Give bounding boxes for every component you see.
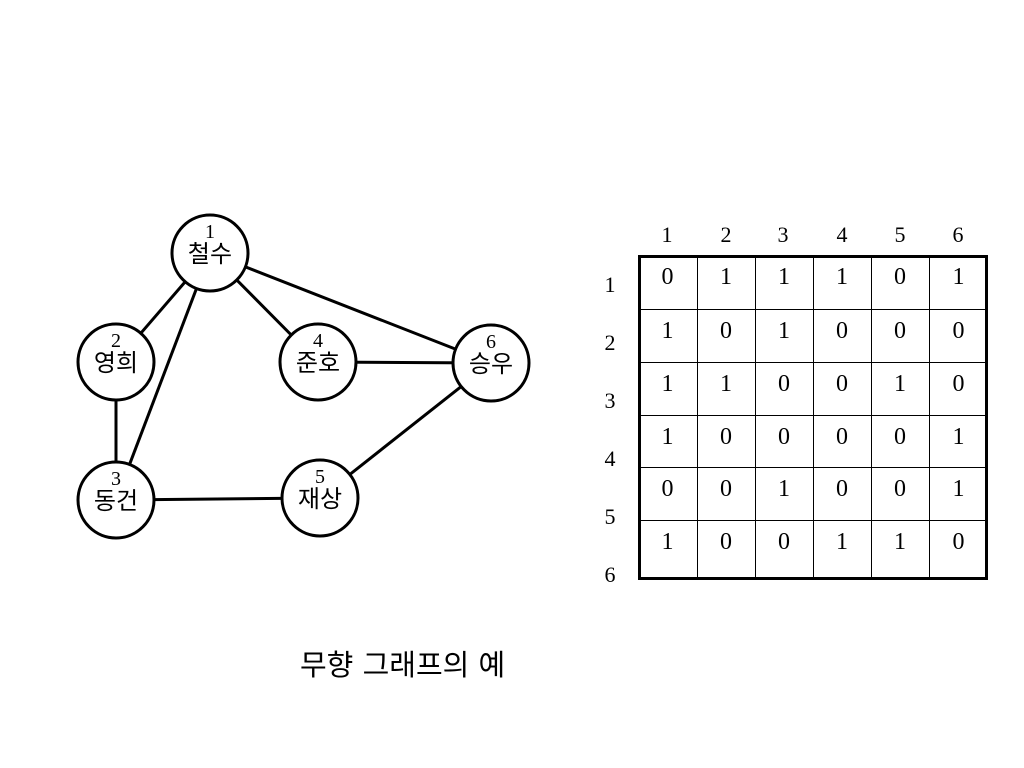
matrix-cell-4-3: 0 xyxy=(778,424,790,450)
matrix-column-header: 3 xyxy=(777,222,789,247)
node-circle xyxy=(280,458,360,538)
matrix-cell-3-3: 0 xyxy=(778,371,790,397)
matrix-cell-1-6: 1 xyxy=(952,264,965,290)
matrix-row-header: 6 xyxy=(604,562,616,587)
node-number: 6 xyxy=(486,331,496,353)
node-label: 철수 xyxy=(188,240,232,268)
node-label: 동건 xyxy=(94,487,138,515)
node-number: 4 xyxy=(313,330,323,352)
matrix-cell-1-5: 0 xyxy=(894,264,906,290)
matrix-row-header: 3 xyxy=(604,388,616,413)
node-4: 4준호 xyxy=(278,322,358,402)
node-5: 5재상 xyxy=(280,458,360,538)
matrix-column-header: 1 xyxy=(661,222,673,247)
matrix-cell-6-4: 1 xyxy=(836,529,848,555)
matrix-cell-5-4: 0 xyxy=(836,476,848,502)
matrix-cell-5-6: 1 xyxy=(952,476,965,502)
matrix-gridline xyxy=(755,258,756,577)
matrix-gridline xyxy=(697,258,698,577)
matrix-cell-5-5: 0 xyxy=(894,476,906,502)
node-1: 1철수 xyxy=(170,213,250,293)
node-circle xyxy=(76,322,156,402)
node-number: 5 xyxy=(315,466,325,488)
matrix-cell-5-1: 0 xyxy=(661,476,674,502)
matrix-cell-2-2: 0 xyxy=(720,318,732,344)
matrix-row-header: 5 xyxy=(604,504,616,529)
matrix-cell-2-6: 0 xyxy=(952,318,965,344)
matrix-cell-6-5: 1 xyxy=(894,529,906,555)
matrix-cell-3-6: 0 xyxy=(952,371,965,397)
matrix-cell-2-3: 1 xyxy=(778,318,790,344)
matrix-cell-3-5: 1 xyxy=(894,371,906,397)
matrix-column-header: 4 xyxy=(836,222,848,247)
matrix-gridline xyxy=(871,258,872,577)
matrix-cell-6-6: 0 xyxy=(952,529,965,555)
matrix-column-header: 5 xyxy=(894,222,906,247)
node-number: 2 xyxy=(111,330,121,352)
matrix-column-header: 6 xyxy=(952,222,964,247)
node-number: 3 xyxy=(111,468,121,490)
matrix-cell-1-4: 1 xyxy=(836,264,848,290)
matrix-cell-2-5: 0 xyxy=(894,318,906,344)
node-label: 준호 xyxy=(296,349,340,377)
matrix-cell-3-1: 1 xyxy=(661,371,674,397)
matrix-cell-3-2: 1 xyxy=(720,371,732,397)
matrix-cell-1-3: 1 xyxy=(778,264,790,290)
edge-1-3 xyxy=(114,252,212,501)
matrix-gridline xyxy=(929,258,930,577)
matrix-row-header: 4 xyxy=(604,446,616,471)
matrix-cell-5-3: 1 xyxy=(778,476,790,502)
node-label: 승우 xyxy=(469,350,513,378)
matrix-cell-2-4: 0 xyxy=(836,318,848,344)
matrix-cell-6-2: 0 xyxy=(720,529,732,555)
matrix-row-header: 2 xyxy=(604,330,616,355)
adjacency-matrix: 0 1 1 1 0 1 1 0 1 0 0 0 1 1 0 0 1 0 1 0 0 0 0 1 0 0 1 0 0 1 1 0 0 1 1 0 xyxy=(638,255,988,580)
node-6: 6승우 xyxy=(451,323,531,403)
matrix-cell-1-2: 1 xyxy=(720,264,732,290)
matrix-cell-4-1: 1 xyxy=(661,424,674,450)
matrix-gridline xyxy=(641,467,985,468)
diagram-caption: 무향 그래프의 예 xyxy=(300,648,506,682)
matrix-gridline xyxy=(813,258,814,577)
matrix-gridline xyxy=(641,415,985,416)
node-label: 재상 xyxy=(298,485,342,513)
matrix-cell-4-4: 0 xyxy=(836,424,848,450)
matrix-cell-4-6: 1 xyxy=(952,424,965,450)
matrix-cell-6-3: 0 xyxy=(778,529,790,555)
matrix-column-header: 2 xyxy=(720,222,732,247)
matrix-cell-1-1: 0 xyxy=(661,264,674,290)
matrix-gridline xyxy=(641,520,985,521)
node-label: 영희 xyxy=(94,349,138,377)
node-circle xyxy=(451,323,531,403)
node-number: 1 xyxy=(205,221,215,243)
node-circle xyxy=(76,460,156,540)
matrix-cell-5-2: 0 xyxy=(720,476,732,502)
matrix-cell-2-1: 1 xyxy=(661,318,674,344)
matrix-cell-3-4: 0 xyxy=(836,371,848,397)
node-3: 3동건 xyxy=(76,460,156,540)
matrix-cell-4-5: 0 xyxy=(894,424,906,450)
edge-1-6 xyxy=(209,251,492,365)
node-2: 2영희 xyxy=(76,322,156,402)
node-circle xyxy=(170,213,250,293)
node-circle xyxy=(278,322,358,402)
matrix-cell-6-1: 1 xyxy=(661,529,674,555)
matrix-row-header: 1 xyxy=(604,272,616,297)
matrix-cell-4-2: 0 xyxy=(720,424,732,450)
